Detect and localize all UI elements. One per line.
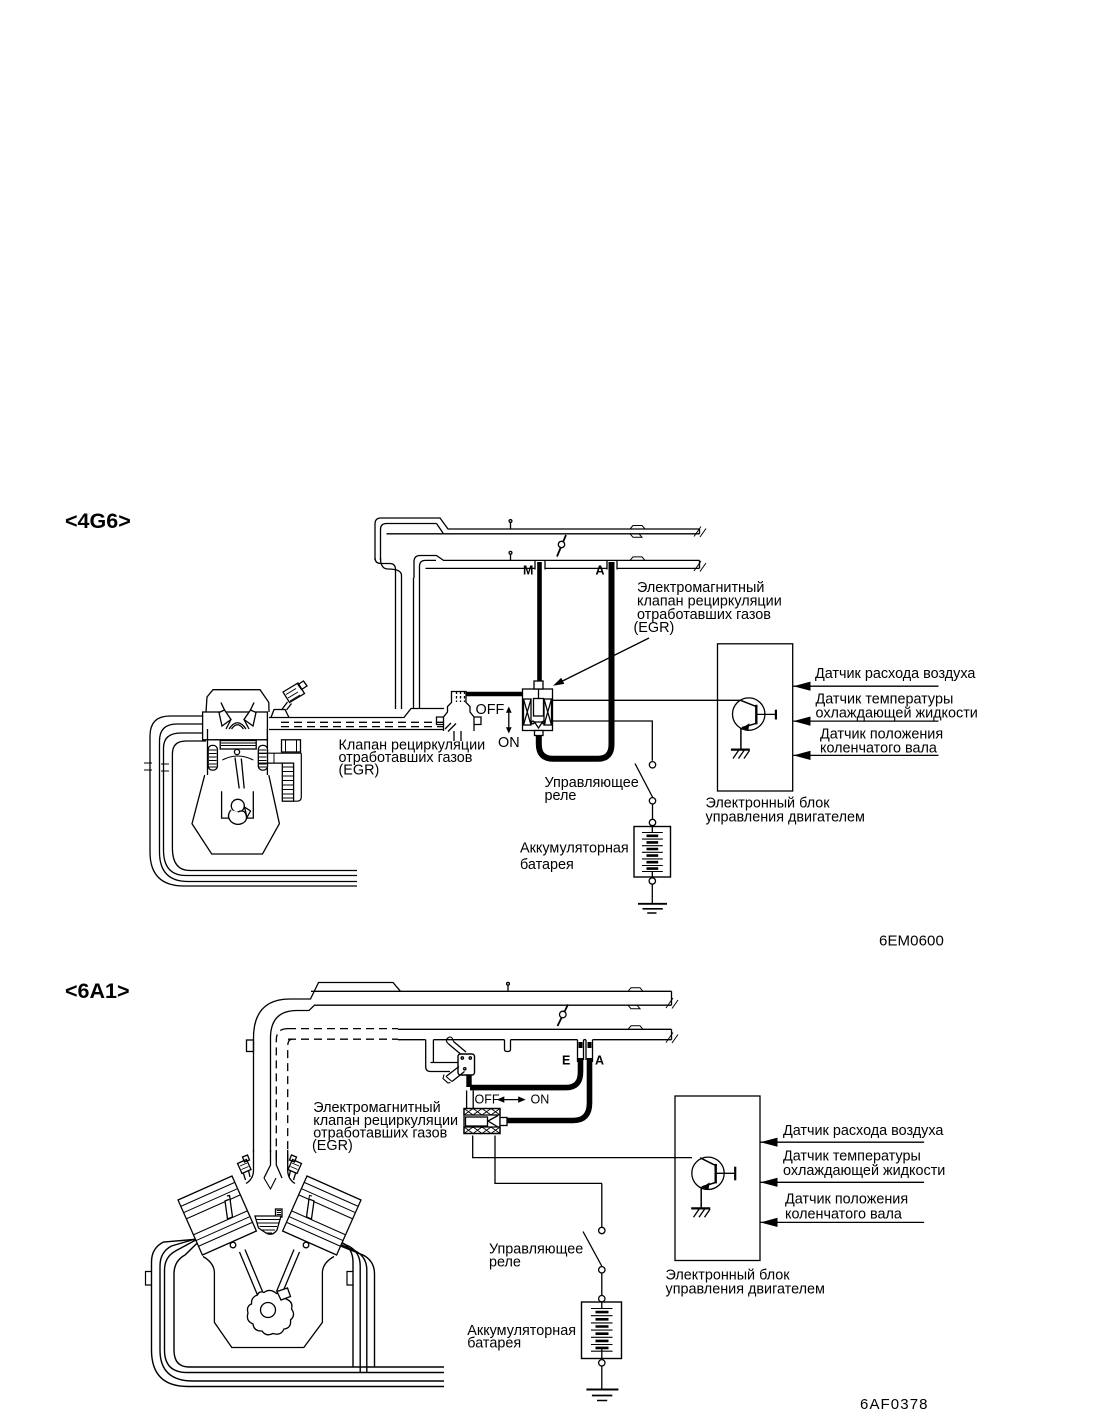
svg-text:Электромагнитный: Электромагнитный [637,580,764,596]
svg-text:Электронный блок: Электронный блок [706,795,831,811]
svg-text:A: A [595,1054,604,1068]
svg-text:отработавших газов: отработавших газов [339,750,473,766]
svg-text:Аккумуляторная: Аккумуляторная [520,841,629,857]
svg-text:коленчатого вала: коленчатого вала [785,1206,902,1222]
svg-text:клапан рециркуляции: клапан рециркуляции [313,1113,458,1129]
svg-text:Датчик положения: Датчик положения [785,1191,908,1207]
svg-text:управления двигателем: управления двигателем [666,1281,825,1297]
svg-text:<4G6>: <4G6> [65,509,131,533]
svg-text:охлаждающей жидкости: охлаждающей жидкости [783,1163,945,1179]
svg-text:A: A [596,564,605,578]
svg-text:батарея: батарея [520,857,574,873]
svg-text:6EM0600: 6EM0600 [879,933,944,950]
svg-text:OFF: OFF [475,1093,500,1107]
svg-text:ON: ON [498,735,520,751]
svg-text:управления двигателем: управления двигателем [706,809,865,825]
svg-text:Электромагнитный: Электромагнитный [313,1100,440,1116]
svg-text:6AF0378: 6AF0378 [860,1396,929,1413]
svg-text:Аккумуляторная: Аккумуляторная [467,1323,576,1339]
svg-text:E: E [562,1054,570,1068]
svg-text:реле: реле [489,1254,521,1270]
svg-text:отработавших газов: отработавших газов [637,607,771,623]
svg-text:реле: реле [545,788,577,804]
svg-text:(EGR): (EGR) [312,1138,353,1154]
svg-text:Электронный блок: Электронный блок [666,1267,791,1283]
svg-text:ON: ON [531,1093,550,1107]
svg-text:клапан рециркуляции: клапан рециркуляции [637,594,782,610]
svg-text:<6A1>: <6A1> [65,979,130,1003]
svg-text:OFF: OFF [476,702,505,718]
svg-text:Датчик расхода воздуха: Датчик расхода воздуха [783,1123,943,1139]
svg-text:M: M [523,564,533,578]
svg-text:Датчик температуры: Датчик температуры [783,1148,921,1164]
svg-text:Управляющее: Управляющее [489,1241,583,1257]
svg-text:отработавших газов: отработавших газов [313,1126,447,1142]
svg-text:Датчик положения: Датчик положения [820,726,943,742]
svg-text:(EGR): (EGR) [339,763,380,779]
svg-text:охлаждающей жидкости: охлаждающей жидкости [816,706,978,722]
svg-text:Датчик температуры: Датчик температуры [816,691,954,707]
svg-text:Датчик расхода воздуха: Датчик расхода воздуха [815,666,975,682]
svg-text:батарея: батарея [467,1336,521,1352]
svg-text:Управляющее: Управляющее [545,775,639,791]
svg-text:(EGR): (EGR) [634,620,675,636]
svg-text:Клапан рециркуляции: Клапан рециркуляции [339,738,486,754]
svg-text:коленчатого вала: коленчатого вала [820,740,937,756]
